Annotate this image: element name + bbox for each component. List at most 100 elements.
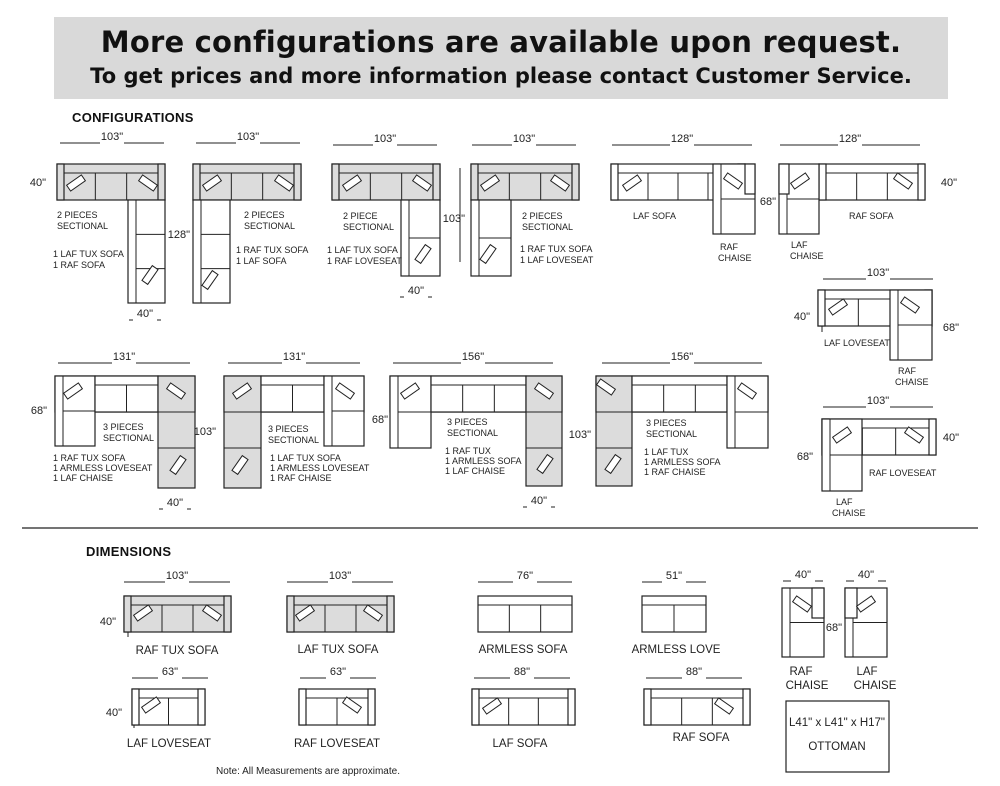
config-2-list-1: 1 LAF SOFA — [236, 256, 287, 266]
sofa-arm — [367, 688, 376, 726]
sofa-arm — [223, 595, 232, 633]
config-12-depth: 68" — [797, 451, 813, 463]
chaise-arm — [778, 163, 790, 195]
config-9-text-1: SECTIONAL — [268, 435, 319, 445]
config-5-width: 128" — [671, 133, 693, 145]
dimensions-heading: DIMENSIONS — [86, 544, 172, 559]
config-5-depth: 68" — [760, 196, 776, 208]
dim-raf-tux-depth: 40" — [100, 616, 116, 628]
config-3-list-0: 1 LAF TUX SOFA — [327, 245, 398, 255]
dim-raf-chaise-width: 40" — [795, 569, 811, 581]
pillow-shape — [137, 174, 159, 192]
config-4-list-0: 1 RAF TUX SOFA — [520, 244, 592, 254]
sofa-arm — [123, 595, 132, 633]
pillow-shape — [231, 382, 253, 400]
config-1-text-0: 2 PIECES — [57, 210, 98, 220]
config-3-side: 103" — [443, 213, 465, 225]
sofa-shape — [430, 375, 527, 413]
config-9-list-2: 1 RAF CHAISE — [270, 473, 332, 483]
sofa-arm — [331, 163, 340, 201]
sofa-arm — [192, 163, 201, 201]
sofa-arm — [610, 163, 619, 201]
sofa-arm — [643, 688, 652, 726]
pillow-shape — [722, 172, 744, 190]
pillow-shape — [201, 269, 219, 291]
sofa-shape — [643, 688, 751, 726]
config-3-text-0: 2 PIECE — [343, 211, 378, 221]
sofa-arm — [567, 688, 576, 726]
pillow-shape — [827, 298, 849, 316]
pillow-shape — [791, 595, 813, 613]
config-11-list-2: 1 RAF CHAISE — [644, 467, 706, 477]
config-1-list-1: 1 RAF SOFA — [53, 260, 105, 270]
header-banner: More configurations are available upon r… — [54, 17, 948, 99]
pillow-shape — [362, 604, 384, 622]
dim-raf-chaise-name-0: RAF — [790, 666, 813, 678]
config-8-foot: 40" — [167, 497, 183, 509]
config-8-text-1: SECTIONAL — [103, 433, 154, 443]
config-4-text-1: SECTIONAL — [522, 222, 573, 232]
config-7-depth: 40" — [794, 311, 810, 323]
sofa-arm — [286, 595, 295, 633]
dim-raf-love-name: RAF LOVESEAT — [294, 738, 380, 750]
configurations-heading: CONFIGURATIONS — [72, 110, 194, 125]
pillow-shape — [549, 174, 571, 192]
config-10-text-0: 3 PIECES — [447, 417, 488, 427]
config-9-list-1: 1 ARMLESS LOVESEAT — [270, 463, 370, 473]
config-2-list-0: 1 RAF TUX SOFA — [236, 245, 308, 255]
config-11-width: 156" — [671, 351, 693, 363]
pillow-shape — [481, 697, 503, 715]
dim-raf-tux-name: RAF TUX SOFA — [136, 645, 219, 657]
config-1-side: 128" — [168, 229, 190, 241]
sofa-arm — [817, 289, 826, 327]
dim-armless-love-name: ARMLESS LOVE — [632, 644, 721, 656]
pillow-shape — [414, 243, 432, 265]
dim-raf-sofa-width: 88" — [686, 666, 702, 678]
pillow-shape — [621, 174, 643, 192]
dim-armless-sofa-name: ARMLESS SOFA — [479, 644, 568, 656]
pillow-shape — [713, 697, 735, 715]
config-8-text-0: 3 PIECES — [103, 422, 144, 432]
pillow-shape — [604, 453, 622, 475]
config-9-width: 131" — [283, 351, 305, 363]
config-9-list-0: 1 LAF TUX SOFA — [270, 453, 341, 463]
dim-chaise-depth: 68" — [826, 622, 842, 634]
pillow-shape — [789, 172, 811, 190]
sofa-arm — [432, 163, 441, 201]
dim-armless-love-width: 51" — [666, 570, 682, 582]
sofa-arm — [571, 163, 580, 201]
config-10-list-2: 1 LAF CHAISE — [445, 466, 505, 476]
pillow-shape — [231, 454, 249, 476]
config-11-list-0: 1 LAF TUX — [644, 447, 688, 457]
config-8-depth: 68" — [31, 405, 47, 417]
dim-laf-sofa-width: 88" — [514, 666, 530, 678]
config-12-chaise-label-1: CHAISE — [832, 508, 866, 518]
config-4-list-1: 1 LAF LOVESEAT — [520, 255, 594, 265]
dim-ottoman-name: OTTOMAN — [808, 741, 865, 753]
pillow-shape — [62, 382, 84, 400]
pillow-shape — [140, 696, 162, 714]
config-3-foot: 40" — [408, 285, 424, 297]
dim-raf-love-width: 63" — [330, 666, 346, 678]
config-5-chaise-label-1: CHAISE — [718, 253, 752, 263]
pillow-shape — [479, 174, 501, 192]
chaise-arm — [844, 587, 858, 619]
config-1-foot: 40" — [137, 308, 153, 320]
pillow-shape — [536, 453, 554, 475]
sofa-arm — [742, 688, 751, 726]
sofa-arm — [386, 595, 395, 633]
pillow-shape — [595, 378, 617, 396]
pillow-shape — [903, 426, 925, 444]
sofa-arm — [197, 688, 206, 726]
sofa-arm — [471, 688, 480, 726]
pillow-shape — [65, 174, 87, 192]
config-9-text-0: 3 PIECES — [268, 424, 309, 434]
sofa-arm — [293, 163, 302, 201]
config-12-side: 40" — [943, 432, 959, 444]
pillow-shape — [399, 382, 421, 400]
dim-laf-chaise-name-1: CHAISE — [854, 680, 897, 692]
config-2-text-1: SECTIONAL — [244, 221, 295, 231]
config-5-chaise-label-0: RAF — [720, 242, 739, 252]
dim-raf-chaise-name-1: CHAISE — [786, 680, 829, 692]
dim-laf-sofa-name: LAF SOFA — [493, 738, 548, 750]
